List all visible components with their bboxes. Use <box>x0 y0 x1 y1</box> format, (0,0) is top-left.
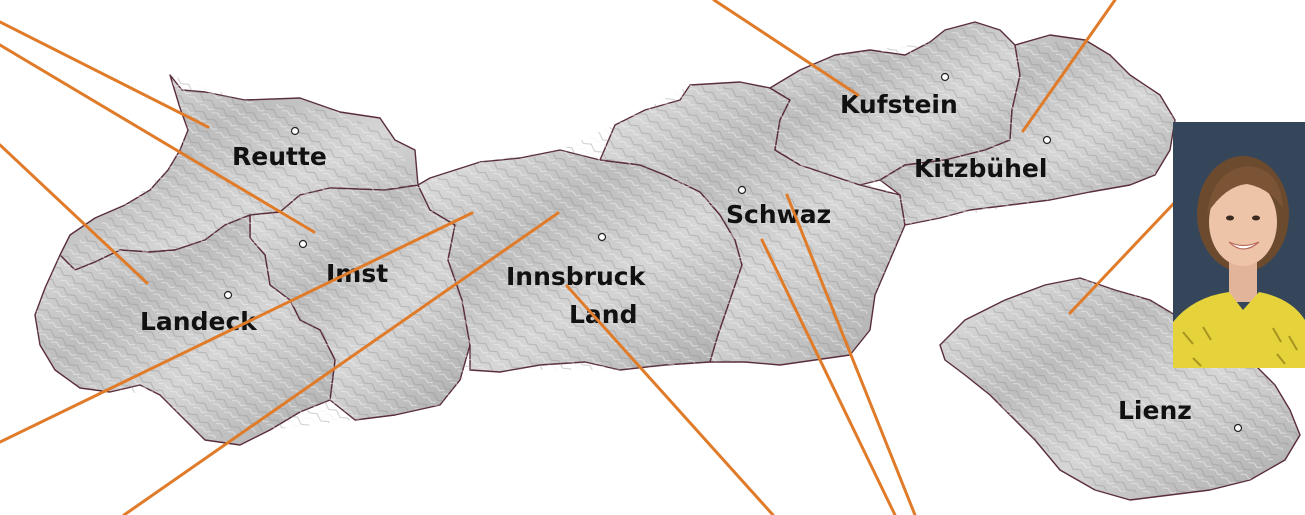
label-reutte: Reutte <box>232 142 327 171</box>
connector-line-schwaz-south <box>760 238 897 515</box>
town-marker-kufstein <box>940 72 950 82</box>
person-photo-icon <box>1173 122 1305 368</box>
label-innsbruck-line1: Innsbruck <box>506 262 647 291</box>
connector-line-lienz <box>1068 198 1179 315</box>
town-marker-reutte <box>290 126 300 136</box>
town-marker-kitzbuehel <box>1042 135 1052 145</box>
connector-line-reutte <box>0 20 210 129</box>
town-marker-innsbruck <box>597 232 607 242</box>
connector-line-imst <box>0 43 316 234</box>
terrain-relief <box>35 22 1175 440</box>
connector-line-innsbruck-centre <box>122 211 560 515</box>
label-kitzbuehel: Kitzbühel <box>914 154 1047 183</box>
portrait-photo <box>1173 122 1305 368</box>
label-kufstein: Kufstein <box>840 90 958 119</box>
label-lienz: Lienz <box>1118 396 1192 425</box>
connector-line-kufstein <box>712 0 860 97</box>
terrain-relief-east <box>940 278 1300 495</box>
label-schwaz: Schwaz <box>726 200 831 229</box>
connector-line-innsbruck-land <box>565 284 775 515</box>
connector-line-kitzbuehel <box>1021 0 1117 133</box>
town-marker-imst <box>298 239 308 249</box>
connector-lines <box>0 0 1179 515</box>
district-labels: Reutte Imst Landeck Innsbruck Land Schwa… <box>140 90 1192 425</box>
label-imst: Imst <box>326 259 388 288</box>
connector-line-landeck <box>0 143 149 285</box>
connector-line-innsbruck-west <box>0 211 474 444</box>
connector-line-schwaz <box>785 193 917 515</box>
town-markers <box>223 72 1243 433</box>
town-marker-landeck <box>223 290 233 300</box>
town-marker-lienz <box>1233 423 1243 433</box>
town-marker-schwaz <box>737 185 747 195</box>
label-landeck: Landeck <box>140 307 258 336</box>
